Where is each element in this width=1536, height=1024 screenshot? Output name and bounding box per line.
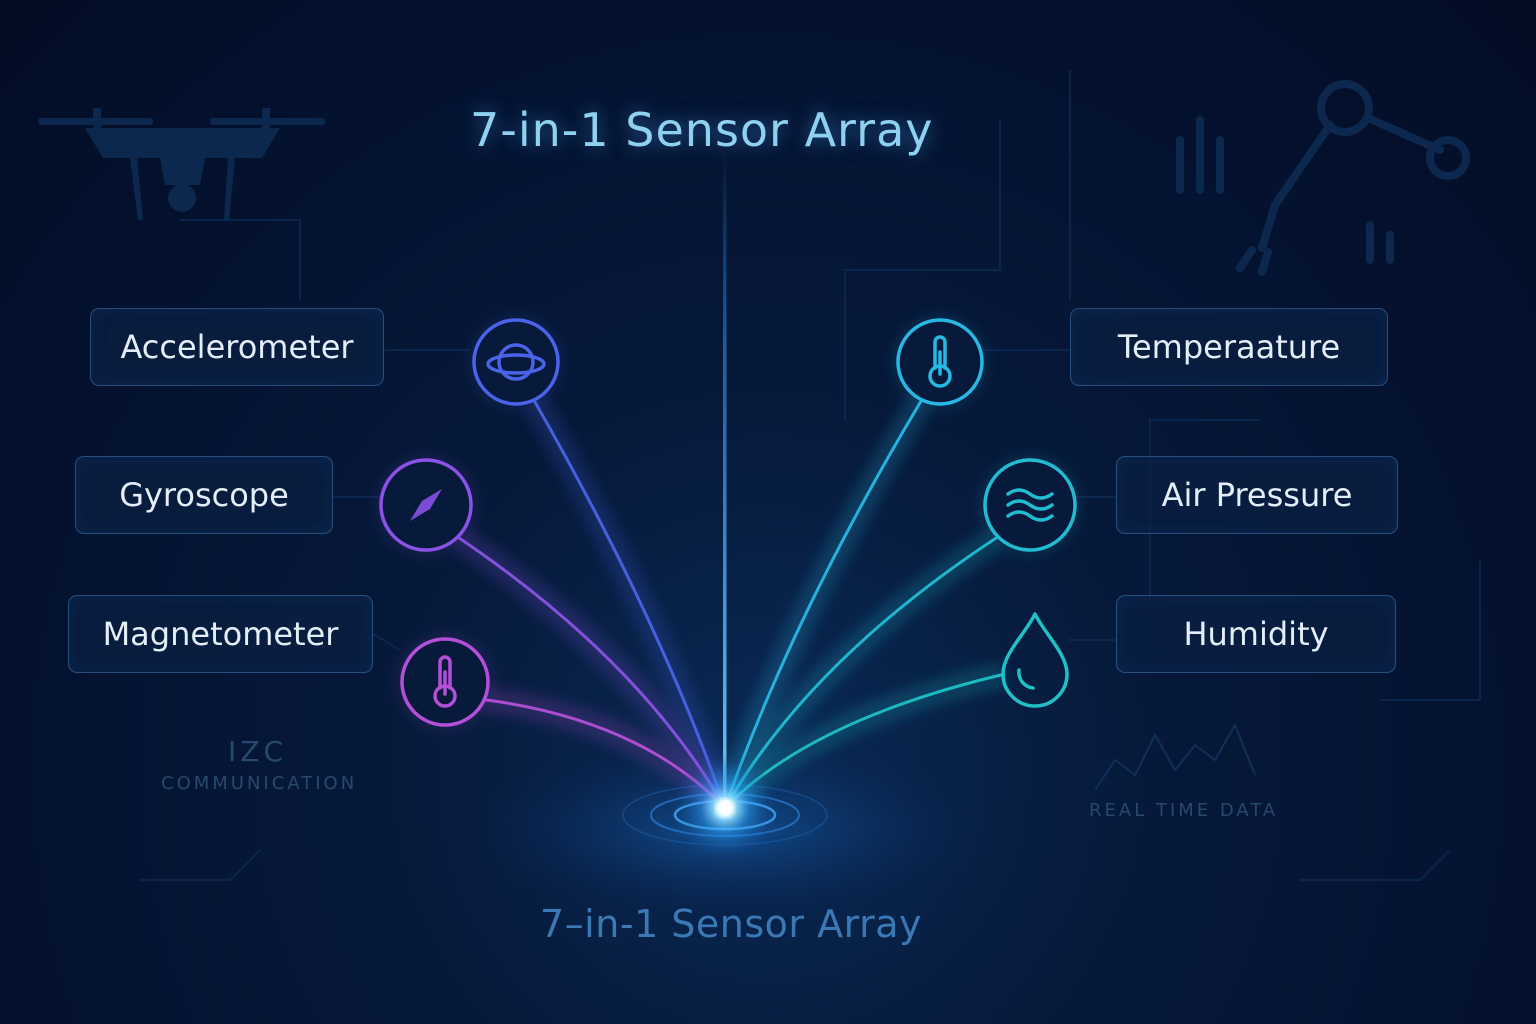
thermometer-icon [892,314,988,410]
beam-accelerometer [532,399,727,809]
sensor-label-accelerometer: Accelerometer [90,308,384,386]
sensor-label-humidity: Humidity [1116,595,1396,673]
communication-label: COMMUNICATION [161,773,358,794]
i2c-label: IZC [228,735,287,768]
orbit-icon [468,314,564,410]
compass-icon [375,454,477,556]
droplet-icon [1001,612,1069,708]
diagram-title: 7-in-1 Sensor Array [470,103,934,157]
sensor-label-temperature: Temperaature [1070,308,1388,386]
diagram-subtitle: 7–in-1 Sensor Array [540,902,922,946]
sensor-label-air-pressure: Air Pressure [1116,456,1398,534]
robot-arm-silhouette [1176,80,1470,276]
sensor-label-gyroscope: Gyroscope [75,456,333,534]
beam-temperaature [723,399,924,809]
realtime-graph [1094,722,1256,791]
thermometer-icon [396,633,494,731]
drone-silhouette [38,108,325,220]
waves-icon [979,454,1081,556]
circuit-traces [140,70,1481,881]
sensor-label-magnetometer: Magnetometer [68,595,373,673]
realtime-data-label: REAL TIME DATA [1089,800,1279,821]
center-beam [723,150,727,810]
